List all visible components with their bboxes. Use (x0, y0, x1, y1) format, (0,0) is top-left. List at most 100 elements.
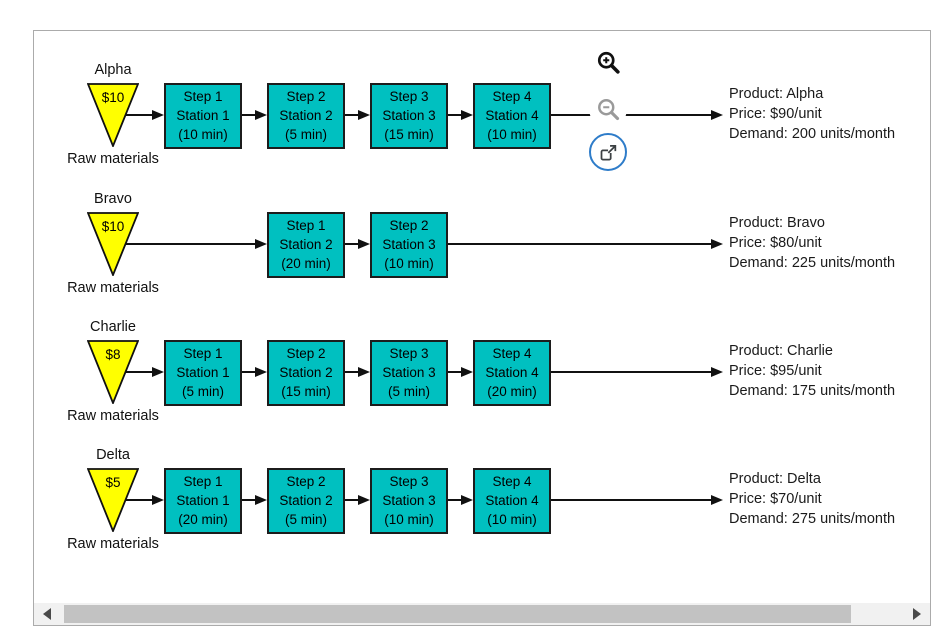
raw-materials-triangle (87, 468, 139, 532)
station-label: Station 1 (176, 108, 230, 123)
time-label: (5 min) (284, 127, 327, 142)
step-label: Step 2 (286, 89, 326, 104)
time-label: (10 min) (384, 512, 434, 527)
flow-arrow-line (551, 499, 711, 501)
flow-arrow-line (242, 114, 255, 116)
flow-arrow-line (345, 243, 358, 245)
station-label: Station 3 (382, 365, 436, 380)
product-price-line: Price: $80/unit (729, 235, 822, 251)
diagram-canvas: Alpha $10 Raw materials Step 1 Station 1… (34, 31, 930, 603)
step-label: Step 1 (183, 346, 223, 361)
zoom-out-icon (597, 98, 619, 120)
step-label: Step 4 (492, 89, 532, 104)
station-label: Station 2 (279, 493, 333, 508)
flow-arrowhead (255, 239, 267, 249)
zoom-in-button[interactable] (589, 43, 627, 81)
step-label: Step 4 (492, 346, 532, 361)
product-name-line: Product: Bravo (729, 215, 825, 231)
station-label: Station 3 (382, 493, 436, 508)
time-label: (10 min) (178, 127, 228, 142)
scroll-left-button[interactable] (34, 603, 60, 625)
raw-materials-triangle (87, 212, 139, 276)
flow-arrow-line (121, 371, 152, 373)
time-label: (10 min) (487, 127, 537, 142)
flow-arrow-line (448, 114, 461, 116)
process-step-box: Step 2 Station 2 (5 min) (267, 83, 345, 149)
flow-arrowhead (358, 367, 370, 377)
flow-arrowhead (152, 495, 164, 505)
flow-arrowhead (461, 110, 473, 120)
process-step-box: Step 3 Station 3 (10 min) (370, 468, 448, 534)
station-label: Station 2 (279, 365, 333, 380)
process-step-box: Step 4 Station 4 (20 min) (473, 340, 551, 406)
product-name-line: Product: Charlie (729, 343, 833, 359)
product-name-line: Product: Delta (729, 471, 821, 487)
step-label: Step 3 (389, 474, 429, 489)
process-step-box: Step 1 Station 1 (20 min) (164, 468, 242, 534)
flow-name-label: Alpha (94, 62, 132, 78)
scroll-left-icon (43, 608, 51, 620)
scroll-right-icon (913, 608, 921, 620)
flow-arrow-line (551, 114, 711, 116)
raw-materials-label: Raw materials (67, 536, 159, 552)
product-demand-line: Demand: 225 units/month (729, 255, 896, 271)
flow-name-label: Delta (96, 447, 130, 463)
time-label: (15 min) (384, 127, 434, 142)
flow-name-label: Bravo (94, 191, 132, 207)
flow-name-label: Charlie (90, 319, 136, 335)
zoom-out-button[interactable] (589, 90, 627, 128)
product-demand-line: Demand: 275 units/month (729, 511, 896, 527)
diagram-panel: Alpha $10 Raw materials Step 1 Station 1… (33, 30, 931, 626)
flow-arrowhead (358, 110, 370, 120)
time-label: (5 min) (387, 384, 430, 399)
flow-arrowhead (461, 367, 473, 377)
step-label: Step 1 (183, 89, 223, 104)
step-label: Step 2 (286, 474, 326, 489)
step-label: Step 3 (389, 346, 429, 361)
product-price-line: Price: $90/unit (729, 106, 822, 122)
raw-materials-triangle (87, 83, 139, 147)
product-info: Product: Delta Price: $70/unit Demand: 2… (729, 469, 930, 529)
flow-arrowhead (711, 495, 723, 505)
time-label: (15 min) (281, 384, 331, 399)
process-step-box: Step 4 Station 4 (10 min) (473, 468, 551, 534)
station-label: Station 4 (485, 108, 539, 123)
step-label: Step 1 (286, 218, 326, 233)
step-label: Step 3 (389, 89, 429, 104)
process-step-box: Step 1 Station 2 (20 min) (267, 212, 345, 278)
scrollbar-thumb[interactable] (64, 605, 851, 623)
flow-arrow-line (448, 371, 461, 373)
raw-cost-label: $10 (101, 90, 125, 105)
flow-arrowhead (711, 110, 723, 120)
station-label: Station 1 (176, 365, 230, 380)
time-label: (20 min) (178, 512, 228, 527)
process-step-box: Step 4 Station 4 (10 min) (473, 83, 551, 149)
product-info: Product: Alpha Price: $90/unit Demand: 2… (729, 84, 930, 144)
flow-arrowhead (358, 495, 370, 505)
raw-cost-label: $8 (105, 347, 121, 362)
flow-arrow-line (448, 243, 711, 245)
scroll-right-button[interactable] (904, 603, 930, 625)
flow-arrow-line (345, 371, 358, 373)
station-label: Station 2 (279, 108, 333, 123)
flow-arrowhead (255, 495, 267, 505)
product-demand-line: Demand: 200 units/month (729, 126, 896, 142)
station-label: Station 3 (382, 237, 436, 252)
time-label: (20 min) (487, 384, 537, 399)
process-step-box: Step 2 Station 2 (5 min) (267, 468, 345, 534)
flow-arrowhead (358, 239, 370, 249)
process-step-box: Step 3 Station 3 (15 min) (370, 83, 448, 149)
raw-materials-label: Raw materials (67, 408, 159, 424)
open-external-button[interactable] (589, 133, 627, 171)
product-price-line: Price: $70/unit (729, 491, 822, 507)
raw-materials-label: Raw materials (67, 151, 159, 167)
horizontal-scrollbar[interactable] (34, 603, 930, 625)
flow-arrow-line (121, 243, 255, 245)
raw-materials-triangle (87, 340, 139, 404)
flow-arrow-line (121, 499, 152, 501)
flow-arrow-line (242, 371, 255, 373)
process-step-box: Step 1 Station 1 (5 min) (164, 340, 242, 406)
open-external-icon (600, 144, 616, 160)
process-step-box: Step 3 Station 3 (5 min) (370, 340, 448, 406)
step-label: Step 4 (492, 474, 532, 489)
